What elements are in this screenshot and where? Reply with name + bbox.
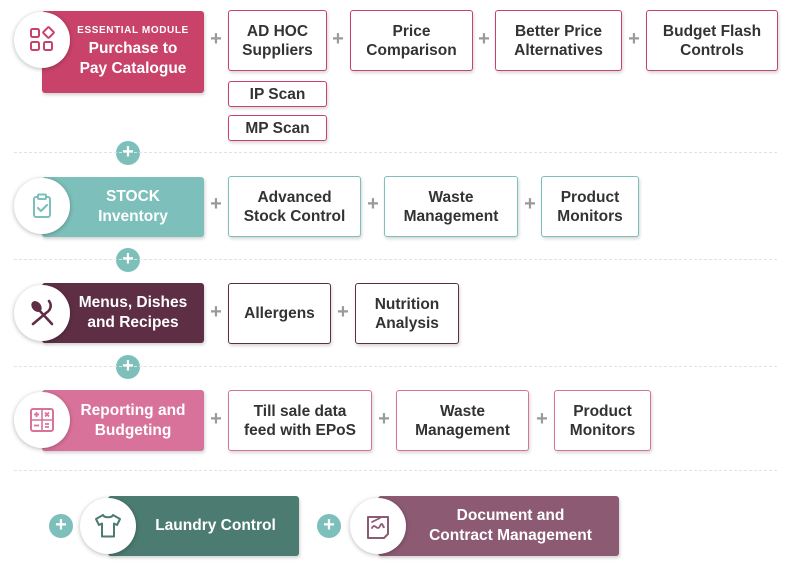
feature-line1: Till sale data — [253, 402, 347, 420]
document-module-label[interactable]: Document and Contract Management — [378, 496, 619, 556]
calculator-icon — [30, 408, 54, 432]
row-divider — [14, 366, 777, 367]
clipboard-check-icon — [33, 193, 51, 218]
connector-plus: + — [116, 248, 140, 272]
feature-line1: Product — [560, 188, 620, 206]
plus-sign: + — [378, 408, 390, 430]
laundry-module-label[interactable]: Laundry Control — [108, 496, 299, 556]
feature-adhoc-suppliers[interactable]: AD HOC Suppliers — [228, 10, 327, 71]
plus-sign: + — [536, 408, 548, 430]
feature-line1: IP Scan — [249, 85, 306, 103]
document-signature-icon — [367, 516, 389, 539]
purchase-module-label[interactable]: ESSENTIAL MODULE Purchase to Pay Catalog… — [42, 11, 204, 93]
feature-line1: Allergens — [244, 305, 315, 322]
menus-module-badge — [14, 285, 70, 341]
connector-plus: + — [49, 514, 73, 538]
spoon-knife-icon — [31, 299, 54, 326]
row-divider — [14, 259, 777, 260]
feature-line1: Advanced — [257, 188, 332, 206]
feature-line1: Waste — [439, 402, 486, 420]
stock-module-label[interactable]: STOCK Inventory — [42, 177, 204, 237]
feature-waste-management[interactable]: Waste Management — [384, 176, 518, 237]
document-module-badge — [350, 498, 406, 554]
plus-sign: + — [337, 301, 349, 323]
plus-sign: + — [210, 301, 222, 323]
plus-sign: + — [210, 28, 222, 50]
module-title-line2: Contract Management — [429, 527, 592, 544]
connector-plus: + — [116, 355, 140, 379]
module-title-line1: Menus, Dishes — [78, 294, 188, 311]
plus-sign: + — [367, 193, 379, 215]
feature-line1: AD HOC — [246, 22, 309, 40]
module-title-line2: Pay Catalogue — [79, 60, 187, 77]
plus-sign: + — [210, 193, 222, 215]
plus-sign: + — [210, 408, 222, 430]
feature-better-price-alternatives[interactable]: Better Price Alternatives — [495, 10, 622, 71]
module-title: Laundry Control — [155, 517, 276, 534]
feature-ip-scan[interactable]: IP Scan — [228, 81, 327, 107]
feature-line2: Analysis — [375, 314, 439, 332]
feature-product-monitors[interactable]: Product Monitors — [541, 176, 639, 237]
feature-line2: feed with EPoS — [244, 421, 356, 439]
plus-sign: + — [332, 28, 344, 50]
connector-plus: + — [116, 141, 140, 165]
feature-mp-scan[interactable]: MP Scan — [228, 115, 327, 141]
module-title-line1: Document and — [456, 507, 565, 524]
module-title-line2: Budgeting — [94, 421, 172, 439]
feature-budget-flash-controls[interactable]: Budget Flash Controls — [646, 10, 778, 71]
feature-allergens[interactable]: Allergens — [228, 283, 331, 344]
shapes-grid-icon — [30, 26, 55, 51]
reporting-module-label[interactable]: Reporting and Budgeting — [42, 390, 204, 451]
module-title-line1: Reporting and — [80, 401, 186, 419]
purchase-module-badge — [14, 12, 70, 68]
feature-line1: Better Price — [514, 22, 602, 40]
feature-line2: Suppliers — [242, 41, 313, 59]
plus-sign: + — [478, 28, 490, 50]
connector-plus: + — [317, 514, 341, 538]
feature-line1: Nutrition — [374, 295, 440, 313]
feature-product-monitors[interactable]: Product Monitors — [554, 390, 651, 451]
feature-line1: Waste — [428, 188, 474, 206]
module-kicker: ESSENTIAL MODULE — [77, 25, 189, 36]
row-divider — [14, 470, 777, 471]
feature-line2: Monitors — [557, 207, 623, 225]
plus-sign: + — [524, 193, 536, 215]
module-title-line2: and Recipes — [87, 314, 179, 331]
feature-nutrition-analysis[interactable]: Nutrition Analysis — [355, 283, 459, 344]
laundry-module-badge — [80, 498, 136, 554]
feature-price-comparison[interactable]: Price Comparison — [350, 10, 473, 71]
feature-waste-management[interactable]: Waste Management — [396, 390, 529, 451]
feature-line2: Management — [415, 421, 510, 439]
feature-line2: Alternatives — [514, 41, 603, 59]
feature-line2: Comparison — [366, 41, 457, 59]
module-title-line2: Inventory — [98, 208, 168, 225]
feature-line1: Price — [392, 22, 431, 40]
feature-line2: Management — [403, 207, 499, 225]
feature-line2: Monitors — [569, 421, 636, 439]
reporting-module-badge — [14, 392, 70, 448]
feature-line1: MP Scan — [245, 119, 310, 137]
row-divider — [14, 152, 777, 153]
feature-line1: Product — [573, 402, 632, 420]
plus-sign: + — [628, 28, 640, 50]
feature-advanced-stock-control[interactable]: Advanced Stock Control — [228, 176, 361, 237]
module-title-line1: STOCK — [106, 188, 160, 205]
feature-line2: Controls — [680, 41, 744, 59]
stock-module-badge — [14, 178, 70, 234]
tshirt-icon — [95, 514, 121, 538]
feature-till-sale-data[interactable]: Till sale data feed with EPoS — [228, 390, 372, 451]
module-title-line1: Purchase to — [88, 40, 178, 57]
feature-line1: Budget Flash — [662, 22, 762, 40]
feature-line2: Stock Control — [243, 207, 346, 225]
